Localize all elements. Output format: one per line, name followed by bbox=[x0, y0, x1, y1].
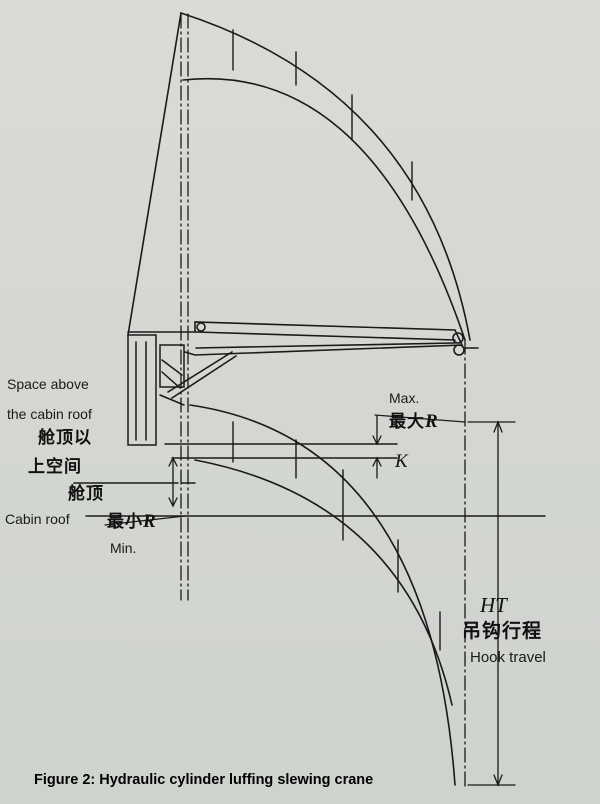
ht-label: HT bbox=[480, 593, 507, 617]
raised-boom-line bbox=[127, 12, 182, 336]
max-r-cn-text: 最大 bbox=[389, 412, 425, 432]
ht-dimension bbox=[467, 420, 516, 787]
hook-travel-cn-label: 吊钩行程 bbox=[462, 620, 543, 642]
space-above-label-line1: Space above bbox=[7, 376, 89, 392]
min-r-cn-text: 最小 bbox=[107, 512, 143, 532]
min-r-symbol: R bbox=[143, 511, 157, 532]
hook-travel-en-label: Hook travel bbox=[470, 649, 546, 666]
pillar-body bbox=[127, 334, 185, 446]
upper-envelope-outer bbox=[180, 12, 471, 341]
space-above-cn-line2: 上空间 bbox=[28, 457, 82, 477]
pillar-centerlines bbox=[180, 13, 189, 601]
upper-envelope-inner bbox=[182, 78, 466, 341]
figure-caption: Figure 2: Hydraulic cylinder luffing sle… bbox=[34, 772, 374, 788]
max-r-cn-label: 最大R bbox=[389, 412, 439, 431]
space-above-cn-line1: 舱顶以 bbox=[38, 428, 92, 448]
max-en-label: Max. bbox=[389, 390, 420, 406]
lower-hatch bbox=[232, 421, 441, 651]
min-en-label: Min. bbox=[110, 540, 137, 556]
leader-lines bbox=[104, 414, 466, 526]
upper-hatch bbox=[232, 29, 413, 201]
k-label: K bbox=[395, 451, 408, 472]
min-r-cn-label: 最小R bbox=[107, 512, 157, 531]
hydraulic-cylinder bbox=[167, 351, 237, 399]
horizontal-boom bbox=[127, 321, 479, 356]
space-above-dimension bbox=[168, 456, 178, 508]
space-above-label-line2: the cabin roof bbox=[7, 406, 92, 422]
max-r-symbol: R bbox=[425, 411, 439, 432]
lower-envelope-outer bbox=[189, 404, 456, 786]
lower-envelope-inner bbox=[194, 459, 453, 706]
k-dimension bbox=[372, 415, 382, 479]
cabin-roof-cn-label: 舱顶 bbox=[68, 484, 104, 504]
reference-lines bbox=[73, 443, 546, 517]
cabin-roof-en-label: Cabin roof bbox=[5, 511, 70, 527]
